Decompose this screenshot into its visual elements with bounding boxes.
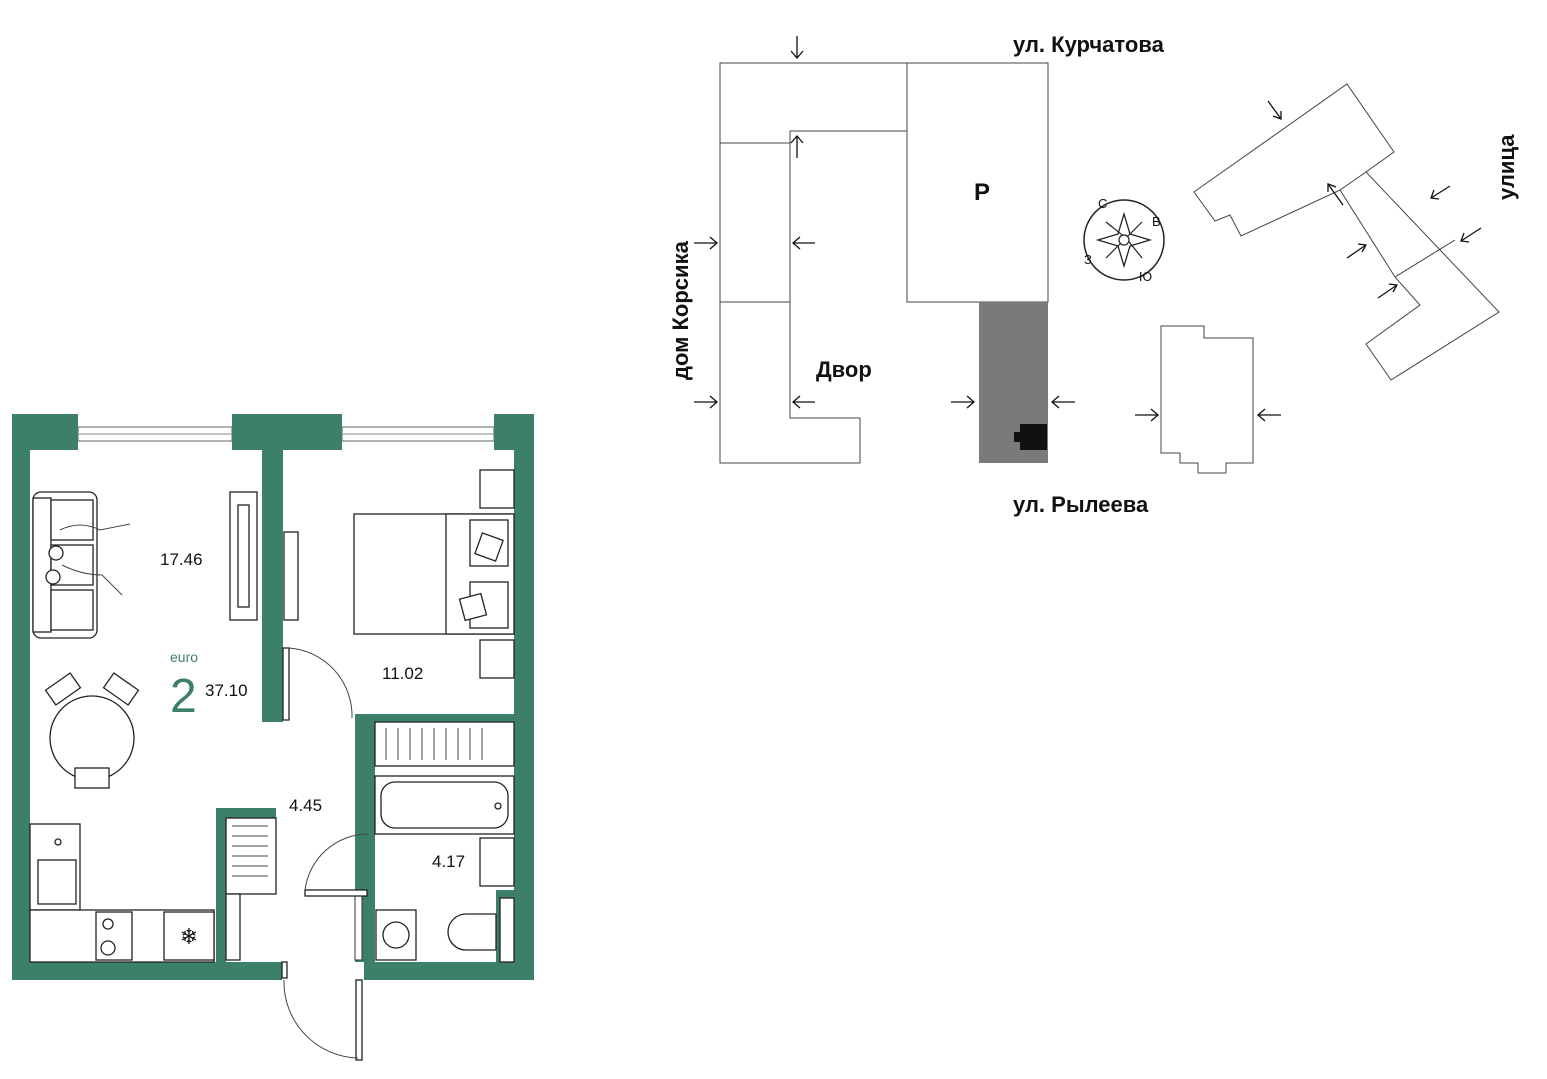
snowflake-icon: ❄ xyxy=(180,924,198,949)
arrow-icon xyxy=(1051,395,1075,409)
wardrobe-bedroom xyxy=(374,721,515,767)
parking-block xyxy=(906,62,1049,303)
compass-west: З xyxy=(1084,252,1092,267)
site-plan: Р С В Ю З xyxy=(668,32,1519,517)
sofa xyxy=(32,491,131,639)
street-top: ул. Курчатова xyxy=(1013,32,1165,57)
dining-table xyxy=(44,672,140,789)
window-living xyxy=(77,426,233,442)
arrow-icon xyxy=(951,395,975,409)
door-entrance xyxy=(281,961,363,1061)
apartment-marker-notch xyxy=(1014,432,1022,442)
apartment-type: euro xyxy=(170,649,198,665)
area-hall: 4.45 xyxy=(289,796,322,815)
arrow-icon xyxy=(1460,227,1482,243)
area-bedroom: 11.02 xyxy=(382,664,423,683)
building-right xyxy=(1193,83,1500,381)
compass-icon xyxy=(1083,199,1165,281)
rooms-count: 2 xyxy=(170,670,197,723)
compass-east: В xyxy=(1152,214,1161,229)
arrow-icon xyxy=(792,236,815,250)
bathtub xyxy=(374,775,515,835)
arrow-icon xyxy=(1257,408,1281,422)
street-right: улица xyxy=(1494,134,1519,200)
street-bottom: ул. Рылеева xyxy=(1013,492,1149,517)
arrow-icon xyxy=(1430,185,1451,200)
door-bedroom xyxy=(282,647,353,721)
tv-unit xyxy=(229,491,258,621)
street-left: дом Корсика xyxy=(668,240,693,380)
building-left xyxy=(719,62,908,464)
area-living: 17.46 xyxy=(160,550,203,569)
arrow-icon xyxy=(1377,283,1399,299)
apartment-marker xyxy=(1020,424,1047,450)
yard-label: Двор xyxy=(816,357,872,382)
bed xyxy=(353,513,515,635)
toilet xyxy=(447,897,515,963)
nightstand-top xyxy=(479,469,515,509)
wardrobe-hall xyxy=(225,817,277,961)
kitchen-unit: ❄ xyxy=(29,823,215,963)
entrance-arrows xyxy=(694,36,1482,422)
arrow-icon xyxy=(694,236,718,250)
building-middle xyxy=(1160,325,1254,474)
washing-machine xyxy=(375,909,417,961)
arrow-icon xyxy=(1267,100,1282,120)
arrow-icon xyxy=(1327,183,1344,206)
arrow-icon xyxy=(790,135,804,158)
total-area: 37.10 xyxy=(205,681,248,700)
floor-plan: ❄ xyxy=(12,414,534,1061)
walls xyxy=(12,414,534,980)
area-bathroom: 4.17 xyxy=(432,852,465,871)
compass-north: С xyxy=(1098,196,1107,211)
nightstand-bottom xyxy=(479,639,515,679)
arrow-icon xyxy=(694,395,718,409)
arrow-icon xyxy=(1346,243,1368,259)
window-bedroom xyxy=(341,426,495,442)
compass-south: Ю xyxy=(1139,269,1152,284)
door-bathroom xyxy=(304,833,369,961)
arrow-icon xyxy=(1135,408,1159,422)
parking-label: Р xyxy=(974,179,990,206)
sink xyxy=(479,837,515,887)
tv-bedroom xyxy=(283,531,299,621)
arrow-icon xyxy=(790,36,804,59)
arrow-icon xyxy=(792,395,815,409)
